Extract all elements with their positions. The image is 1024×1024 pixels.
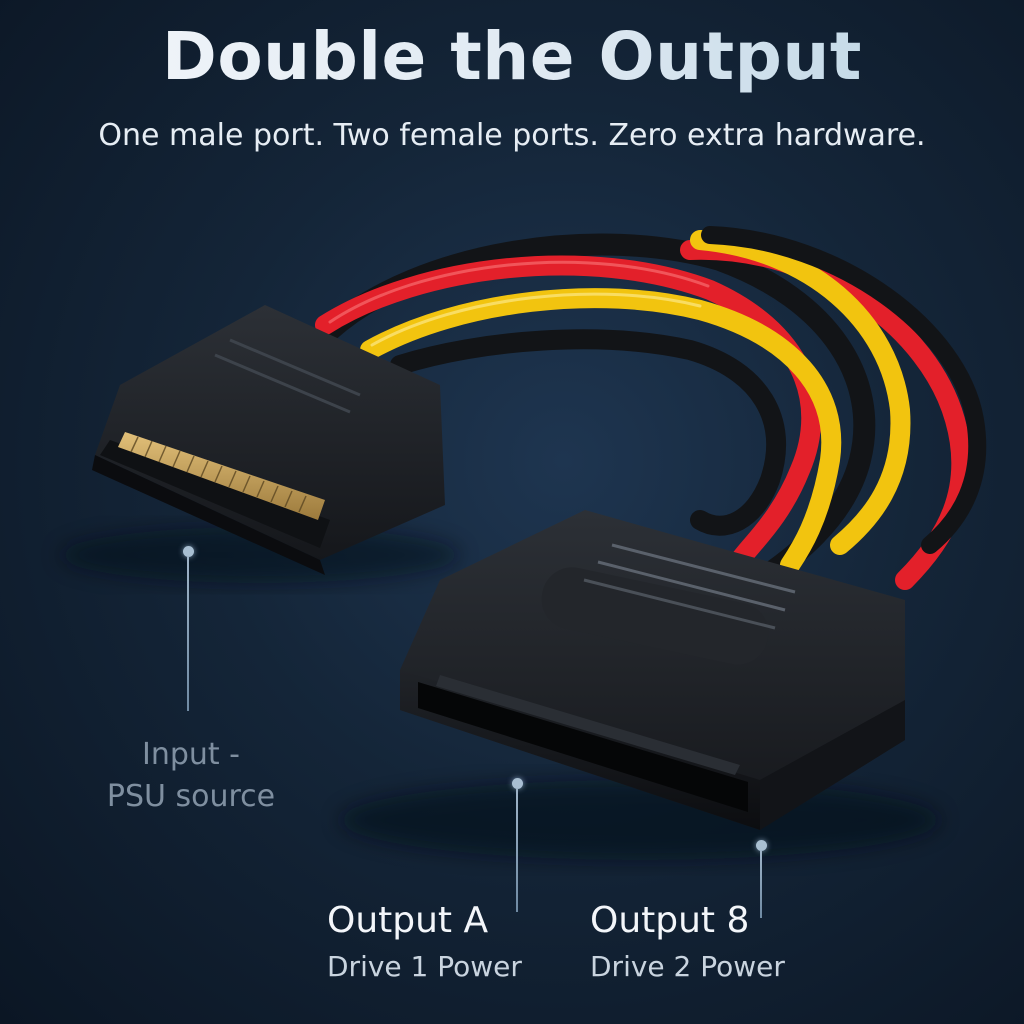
output-b-callout-line xyxy=(760,850,762,918)
input-connector-mouth xyxy=(100,440,330,548)
input-label: Input - PSU source xyxy=(96,734,286,818)
wire-highlight xyxy=(370,292,702,347)
output-connector-shadow xyxy=(340,780,940,860)
headline: Double the Output xyxy=(0,18,1024,95)
input-connector-edge xyxy=(92,455,325,575)
wire-bundle xyxy=(315,226,987,591)
wire-yellow-2 xyxy=(690,230,911,555)
output-connector-ridge xyxy=(597,560,786,612)
input-label-line1: Input - xyxy=(141,737,241,772)
output-b-subtitle: Drive 2 Power xyxy=(590,950,785,983)
output-b-title: Output 8 xyxy=(590,900,750,941)
wire-highlight xyxy=(328,260,710,324)
wire-black-2 xyxy=(390,329,787,536)
wire-black-1 xyxy=(319,233,876,591)
output-a-callout-dot xyxy=(512,778,523,789)
wire-red-1 xyxy=(315,255,822,570)
input-connector-body xyxy=(95,305,445,560)
output-connector-female xyxy=(400,510,905,830)
wire-yellow-1 xyxy=(360,288,842,575)
output-connector-ridge xyxy=(611,543,796,594)
output-connector-slot xyxy=(418,682,748,812)
input-connector-male xyxy=(92,305,445,575)
wire-black-3 xyxy=(701,226,987,554)
output-a-subtitle: Drive 1 Power xyxy=(327,950,522,983)
subheadline: One male port. Two female ports. Zero ex… xyxy=(98,118,926,153)
input-connector-ridge xyxy=(229,338,361,397)
output-connector-grip xyxy=(541,567,769,665)
output-a-callout-line xyxy=(516,788,518,912)
output-connector-ridge xyxy=(583,578,776,630)
input-label-line2: PSU source xyxy=(106,779,276,814)
input-callout-line xyxy=(187,556,189,711)
output-connector-side xyxy=(760,700,905,830)
input-callout-dot xyxy=(183,546,194,557)
output-a-title: Output A xyxy=(327,900,489,941)
input-connector-pins xyxy=(118,432,325,520)
output-b-callout-dot xyxy=(756,840,767,851)
input-connector-ridge xyxy=(214,353,351,414)
output-connector-slot-lip xyxy=(436,675,740,775)
